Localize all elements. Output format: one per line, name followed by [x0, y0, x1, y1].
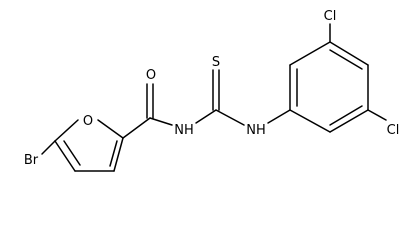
bond-ar-3-inner	[329, 49, 363, 70]
bonds	[41, 23, 387, 172]
amide-nh-label: NH	[174, 123, 194, 138]
bond-ar-5-inner	[329, 105, 363, 126]
bromine-label: Br	[24, 153, 39, 168]
bond-c2-c3-inner	[109, 140, 118, 167]
bond-ar-cl-bottom	[367, 109, 387, 121]
sulfur-label: S	[212, 55, 220, 70]
atom-labels: Br O O NH S NH Cl Cl	[24, 9, 399, 168]
chlorine-bottom-label: Cl	[387, 123, 400, 138]
bond-ar-6	[289, 109, 331, 133]
bond-o1-c2	[97, 119, 124, 139]
bond-c2-carbonyl	[122, 117, 151, 139]
bond-ar-3	[329, 41, 369, 66]
carbonyl-oxygen-label: O	[146, 68, 156, 83]
bond-c5-br	[41, 140, 56, 155]
bond-c5-o1	[54, 119, 79, 142]
bond-carbonyl-nh	[149, 117, 173, 126]
aryl-nh-label: NH	[246, 123, 266, 138]
molecule-diagram: Br O O NH S NH Cl Cl	[24, 9, 399, 172]
chlorine-top-label: Cl	[324, 9, 337, 24]
bond-c2-c3	[113, 137, 124, 172]
bond-nh-aryl	[267, 109, 291, 124]
bond-nh-cs	[195, 109, 217, 124]
bond-c4-c5	[54, 140, 76, 172]
bond-ar-2	[289, 41, 331, 66]
bond-c4-c5-inner	[63, 140, 81, 166]
bond-cs-nh	[215, 109, 245, 126]
furan-oxygen-label: O	[83, 114, 93, 129]
bond-ar-5	[329, 109, 369, 133]
